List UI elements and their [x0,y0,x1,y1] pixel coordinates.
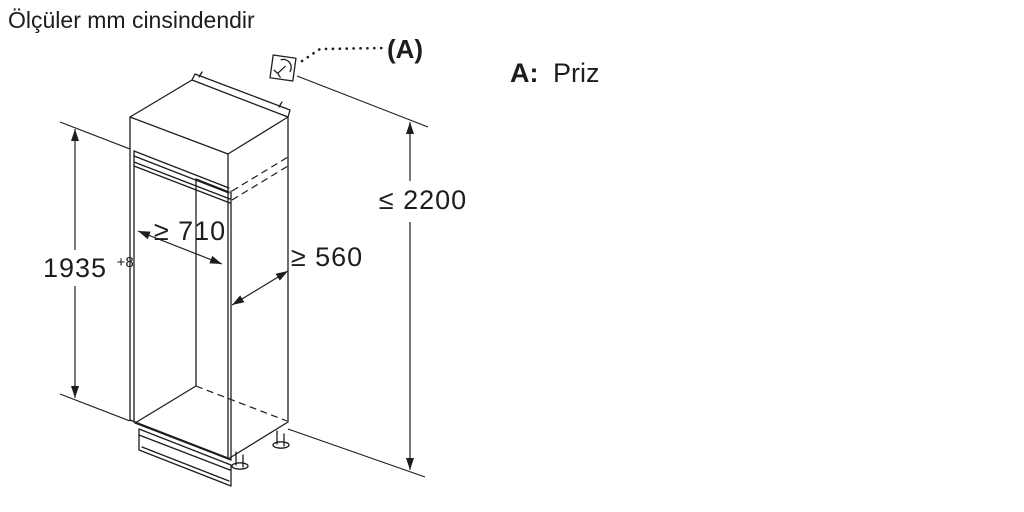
socket-callout-label: (A) [387,34,423,64]
cabinet-right-panel [227,116,289,460]
cabinet-front-frame [129,116,232,461]
cabinet-back-panel-edge [191,73,291,118]
socket-icon-frame [269,54,297,82]
dimension-clearance-height: ≤ 2200 [379,122,467,470]
dimension-niche-height: 1935 +8 [43,121,134,422]
leveling-foot-front [231,451,249,470]
floor-reference-line [287,428,426,478]
legend-value: Priz [553,58,600,88]
dimension-niche-depth: ≥ 560 [231,242,363,306]
legend-socket: A: Priz [510,58,600,88]
niche-height-label: 1935 +8 [43,253,134,283]
socket-icon-symbol [280,58,292,73]
drawing-title: Ölçüler mm cinsindendir [8,7,255,33]
cabinet-base-plinth [138,428,232,487]
socket-leader-dotted-line [300,46,385,63]
cabinet-niche-drawing [129,71,291,487]
back-panel-notches [198,71,283,108]
clearance-height-label: ≤ 2200 [379,185,467,215]
niche-depth-label: ≥ 560 [291,242,363,272]
ceiling-reference-line [296,75,429,128]
dimension-niche-width: ≥ 710 [137,216,226,265]
cabinet-hidden-edges [195,156,289,422]
leveling-foot-back [272,430,290,449]
niche-width-label: ≥ 710 [154,216,226,246]
legend-key: A: [510,58,539,88]
power-socket-icon [269,54,297,82]
cabinet-top-face [129,79,289,155]
cabinet-interior-edges [134,178,232,461]
